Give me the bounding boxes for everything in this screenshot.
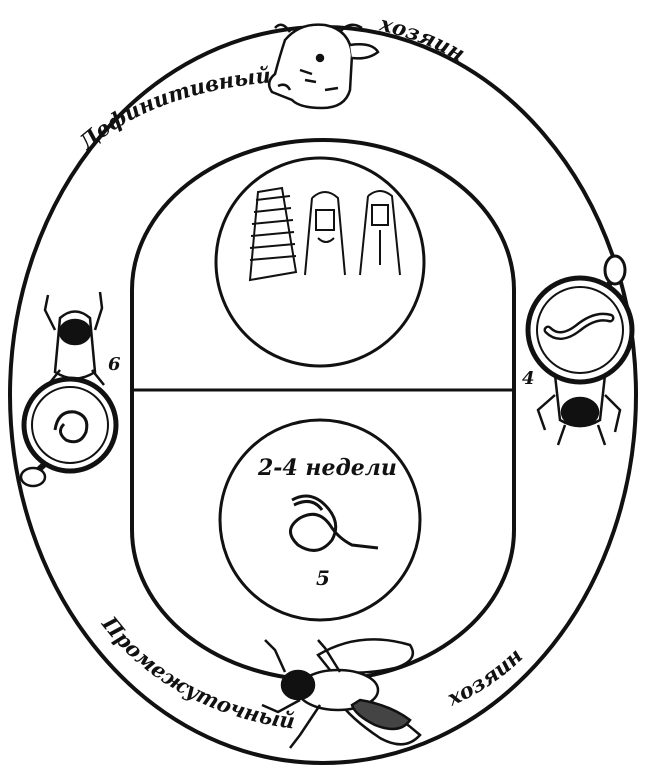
nematode-heads-icon	[248, 186, 401, 282]
cow-head-icon	[267, 23, 380, 110]
stage-4-label: 4	[522, 368, 535, 389]
host-bottom-label: хозяин	[442, 643, 527, 711]
coiled-larva-icon	[289, 494, 379, 552]
stage-5-label: 5	[316, 566, 330, 590]
host-top-label: хозяин	[377, 10, 470, 66]
upper-circle	[214, 156, 426, 368]
stage-6-label: 6	[108, 354, 121, 375]
fly-icon	[261, 638, 422, 749]
definitive-host-label: Дефинитивный	[73, 62, 272, 155]
fly-with-magnifier-icon	[525, 254, 635, 446]
fly-with-magnifier-icon	[19, 291, 119, 488]
lower-circle	[218, 418, 422, 622]
duration-label: 2-4 недели	[257, 455, 397, 481]
